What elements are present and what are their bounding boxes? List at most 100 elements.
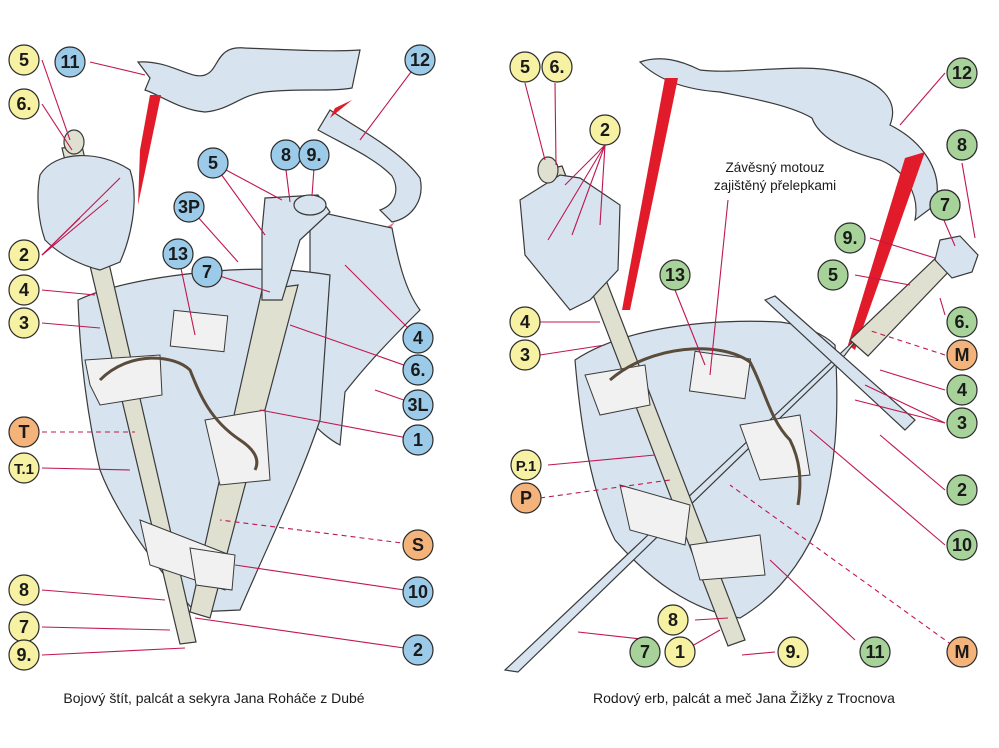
right-label-24: 4 (946, 374, 978, 406)
left-label-2: 6. (8, 88, 40, 120)
label-circle (404, 44, 436, 76)
label-circle (298, 139, 330, 171)
label-circle (8, 452, 40, 484)
red-marker (848, 152, 925, 350)
hanging-cord (609, 347, 802, 506)
left-label-1: 5 (8, 44, 40, 76)
left-leaders (41, 59, 421, 656)
label-circle (929, 189, 961, 221)
left-axe-cap (293, 194, 327, 216)
label-number: 2 (413, 640, 423, 660)
label-number: S (412, 535, 424, 555)
right-label-23: M (946, 339, 978, 371)
label-number: 6. (954, 312, 969, 332)
right-label-26: 2 (946, 474, 978, 506)
paper-strip (739, 414, 811, 481)
label-circle (946, 474, 978, 506)
label-circle (402, 354, 434, 386)
left-label-12: 13 (162, 238, 194, 270)
label-circle (946, 636, 978, 668)
label-number: 6. (410, 360, 425, 380)
label-number: 4 (413, 328, 423, 348)
label-number: 3P (178, 197, 200, 217)
paper-strip (619, 484, 691, 546)
left-label-6: T (8, 416, 40, 448)
right-label-22: 6. (946, 306, 978, 338)
label-number: 8 (19, 580, 29, 600)
left-label-5: 3 (8, 307, 40, 339)
right-label-8: 13 (659, 259, 691, 291)
right-label-20: 9. (834, 222, 866, 254)
left-mace-head (37, 154, 135, 271)
red-marker (138, 95, 161, 205)
label-number: 2 (957, 480, 967, 500)
label-circle (946, 129, 978, 161)
right-label-3: 2 (589, 114, 621, 146)
left-label-25: 2 (402, 634, 434, 666)
label-number: 7 (202, 262, 212, 282)
right-label-11: 1 (664, 636, 696, 668)
label-number: T.1 (14, 461, 34, 478)
label-number: 3 (957, 413, 967, 433)
paper-strip (689, 534, 766, 581)
red-marker (330, 100, 352, 118)
label-number: 13 (665, 265, 685, 285)
label-circle (541, 51, 573, 83)
label-number: 2 (19, 245, 29, 265)
left-label-11: 11 (54, 46, 86, 78)
label-number: 13 (168, 244, 188, 264)
left-label-13: 7 (191, 256, 223, 288)
right-label-19: 7 (929, 189, 961, 221)
label-circle (54, 46, 86, 78)
left-label-7: T.1 (8, 452, 40, 484)
label-number: 8 (668, 610, 678, 630)
label-circle (8, 416, 40, 448)
right-label-14: 9. (777, 636, 809, 668)
label-number: 1 (675, 642, 685, 662)
label-number: 9. (842, 228, 857, 248)
label-circle (817, 259, 849, 291)
label-circle (8, 44, 40, 76)
right-label-16: M (946, 636, 978, 668)
label-number: 1 (413, 430, 423, 450)
label-number: 12 (410, 50, 430, 70)
right-leaders (524, 72, 976, 656)
right-label-17: 12 (946, 57, 978, 89)
right-sword-pommel (934, 235, 979, 279)
label-circle (8, 88, 40, 120)
paper-strip (189, 547, 236, 591)
right-note-line1: Závěsný motouz (725, 160, 824, 175)
label-number: 5 (208, 153, 218, 173)
label-circle (657, 604, 689, 636)
label-number: P (520, 488, 532, 508)
label-circle (8, 274, 40, 306)
left-label-18: 12 (404, 44, 436, 76)
label-circle (8, 239, 40, 271)
right-label-6: P.1 (510, 449, 542, 481)
label-circle (191, 256, 223, 288)
right-label-15: 11 (859, 636, 891, 668)
label-circle (402, 322, 434, 354)
label-circle (510, 482, 542, 514)
label-number: 12 (952, 63, 972, 83)
right-label-27: 10 (946, 529, 978, 561)
label-circle (510, 449, 542, 481)
label-circle (629, 636, 661, 668)
label-circle (834, 222, 866, 254)
label-number: M (955, 642, 970, 662)
left-label-9: 7 (8, 611, 40, 643)
right-label-18: 8 (946, 129, 978, 161)
right-note-line2: zajištěný přelepkami (714, 178, 836, 193)
left-assembly (37, 47, 422, 645)
label-number: 3 (520, 345, 530, 365)
label-number: 4 (19, 280, 29, 300)
left-label-3: 2 (8, 239, 40, 271)
label-circle (162, 238, 194, 270)
label-circle (659, 259, 691, 291)
label-circle (946, 529, 978, 561)
label-circle (402, 389, 434, 421)
left-axe-blade (309, 209, 421, 446)
left-label-15: 3P (173, 191, 205, 223)
label-circle (509, 339, 541, 371)
